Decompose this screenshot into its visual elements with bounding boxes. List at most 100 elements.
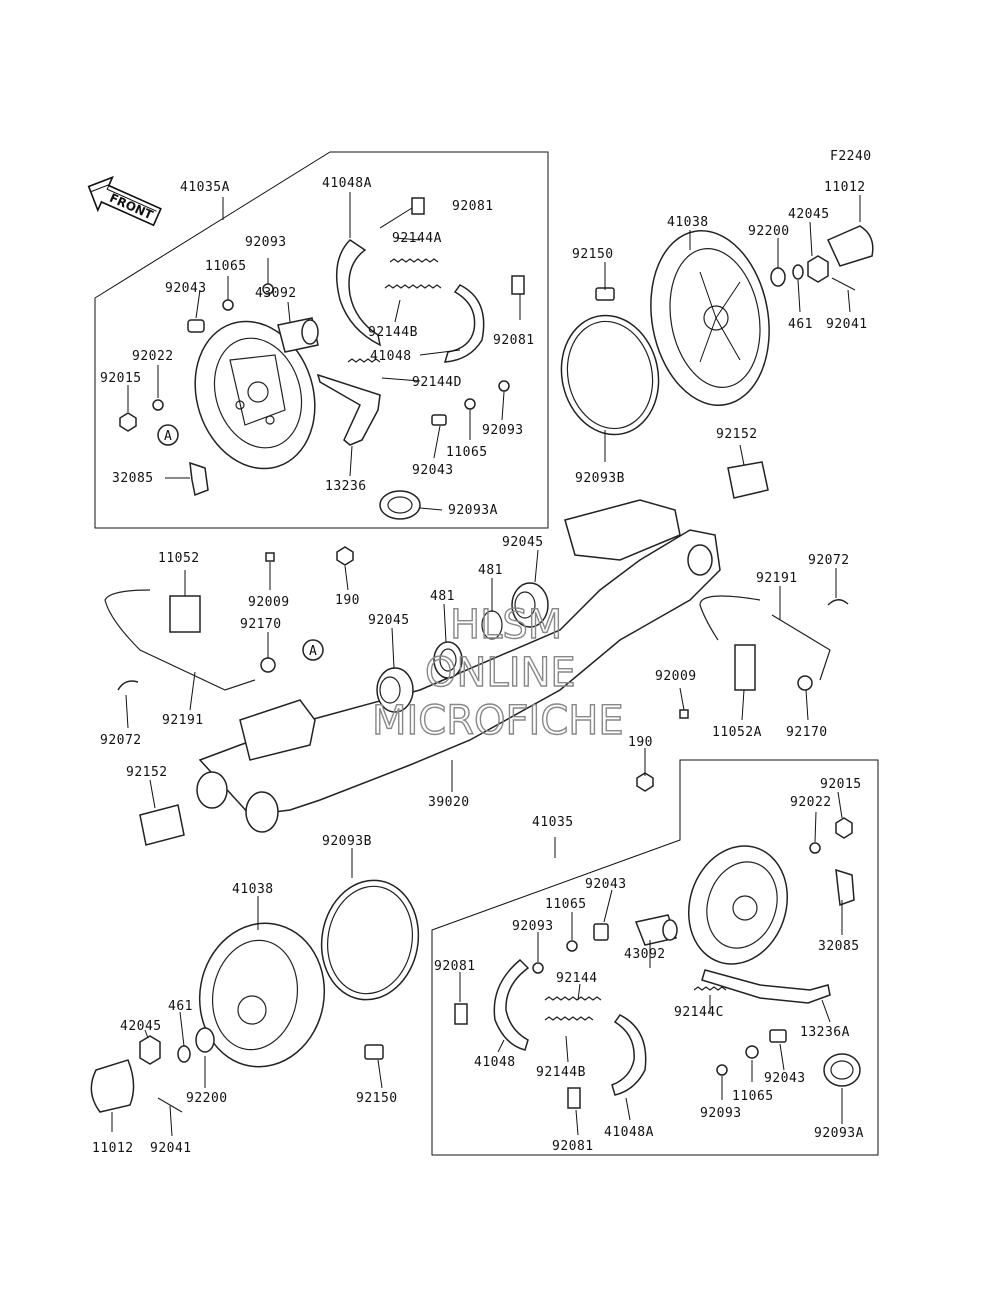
part-label: 92093A — [448, 503, 498, 518]
part-label: 92144B — [368, 325, 418, 340]
part-label: 39020 — [428, 795, 470, 810]
bracket-11052A — [734, 644, 756, 691]
bushing-92152-lower — [139, 804, 185, 846]
pin-92043-upper-b — [431, 414, 447, 426]
cap-11012-lower — [90, 1059, 135, 1113]
part-label: 92041 — [150, 1141, 192, 1156]
part-label: 92144C — [674, 1005, 724, 1020]
bolt-190-upper — [336, 546, 354, 566]
bushing-92152-upper — [727, 461, 769, 499]
part-label: 32085 — [818, 939, 860, 954]
brake-backing-plate-lower — [687, 845, 789, 965]
part-label: 41048A — [322, 176, 372, 191]
breather-hose-92191-left — [104, 589, 256, 691]
part-label: 92043 — [585, 877, 627, 892]
part-label: 461 — [168, 999, 193, 1014]
brake-shoe-41048A-lower — [611, 1014, 647, 1096]
part-label: 42045 — [120, 1019, 162, 1034]
part-label: 92045 — [502, 535, 544, 550]
oil-seal-92045-left — [376, 667, 414, 713]
part-label: 41048A — [604, 1125, 654, 1140]
washer-11065-upper-b — [464, 398, 476, 410]
clip-32085-upper — [189, 461, 209, 497]
part-label: 11065 — [545, 897, 587, 912]
callout-a-upper-label: A — [164, 429, 172, 444]
group-label-upper: 41035A — [180, 180, 230, 195]
part-label: 92043 — [412, 463, 454, 478]
part-label: 92144A — [392, 231, 442, 246]
brake-shoe-41048 — [443, 284, 485, 363]
part-label: 92152 — [126, 765, 168, 780]
lever-13236A — [701, 969, 831, 1004]
part-label: 92041 — [826, 317, 868, 332]
part-label: 11052A — [712, 725, 762, 740]
nut-92015-upper — [119, 412, 137, 432]
part-label: 92200 — [186, 1091, 228, 1106]
pin-92043-lower-b — [769, 1029, 787, 1043]
washer-461-upper — [792, 264, 804, 280]
part-label: 92200 — [748, 224, 790, 239]
part-label: 92015 — [100, 371, 142, 386]
lower-assembly-box — [431, 759, 879, 1156]
washer-11065-upper-a — [222, 299, 234, 311]
part-label: 461 — [788, 317, 813, 332]
washer-92022-lower — [809, 842, 821, 854]
brake-shoe-41048-lower — [493, 958, 530, 1051]
part-label: 92022 — [132, 349, 174, 364]
bolt-92009-right — [679, 709, 689, 719]
washer-11065-lower-b — [745, 1045, 759, 1059]
spring-92144C — [693, 986, 727, 991]
brake-backing-plate-upper — [194, 320, 316, 470]
part-label: 92081 — [493, 333, 535, 348]
clip-92081-b — [511, 275, 525, 295]
watermark: HLSM ONLINE MICROFICHE — [371, 601, 624, 744]
part-label: 92045 — [368, 613, 410, 628]
part-label: 190 — [335, 593, 360, 608]
cap-11012-upper — [826, 225, 874, 267]
part-label: 92093 — [245, 235, 287, 250]
spring-92144D — [347, 358, 381, 363]
spring-92144A — [389, 258, 439, 263]
clip-92081-lower-b — [567, 1087, 581, 1109]
part-label: 92043 — [764, 1071, 806, 1086]
part-label: 92093 — [482, 423, 524, 438]
part-label: 92144 — [556, 971, 598, 986]
part-label: 11012 — [824, 180, 866, 195]
part-label: 92009 — [655, 669, 697, 684]
part-label: 481 — [478, 563, 503, 578]
part-label: 92093 — [512, 919, 554, 934]
callout-a-lower-label: A — [309, 644, 317, 659]
bolt-92150-lower — [364, 1044, 384, 1060]
spring-92144 — [544, 996, 602, 1001]
cotter-pin-92041-upper — [831, 277, 856, 291]
part-label: 11065 — [732, 1089, 774, 1104]
oil-seal-92045-right — [511, 582, 549, 628]
part-label: 41038 — [232, 882, 274, 897]
washer-92200-lower — [195, 1027, 215, 1053]
oring-92093B-upper — [560, 314, 660, 436]
seal-92093A-upper — [379, 490, 421, 520]
watermark-line3: MICROFICHE — [372, 698, 624, 744]
upper-assembly-box — [94, 151, 549, 529]
part-label: 92170 — [786, 725, 828, 740]
brake-drum-lower — [198, 922, 326, 1068]
part-label: 92152 — [716, 427, 758, 442]
washer-461-lower — [177, 1045, 191, 1063]
part-label: 92081 — [552, 1139, 594, 1154]
part-label: 92150 — [356, 1091, 398, 1106]
part-label: 92081 — [434, 959, 476, 974]
part-label: 481 — [430, 589, 455, 604]
part-label: 13236 — [325, 479, 367, 494]
nut-92015-lower — [835, 817, 853, 839]
part-label: 42045 — [788, 207, 830, 222]
bracket-11052 — [169, 595, 201, 633]
part-label: 190 — [628, 735, 653, 750]
part-label: 92081 — [452, 199, 494, 214]
clip-32085-lower — [835, 868, 855, 907]
cotter-pin-92041-lower — [157, 1097, 183, 1113]
part-label: 92144D — [412, 375, 462, 390]
part-label: 43092 — [255, 286, 297, 301]
clamp-92072-right — [827, 599, 849, 606]
group-label-lower: 41035 — [532, 815, 574, 830]
